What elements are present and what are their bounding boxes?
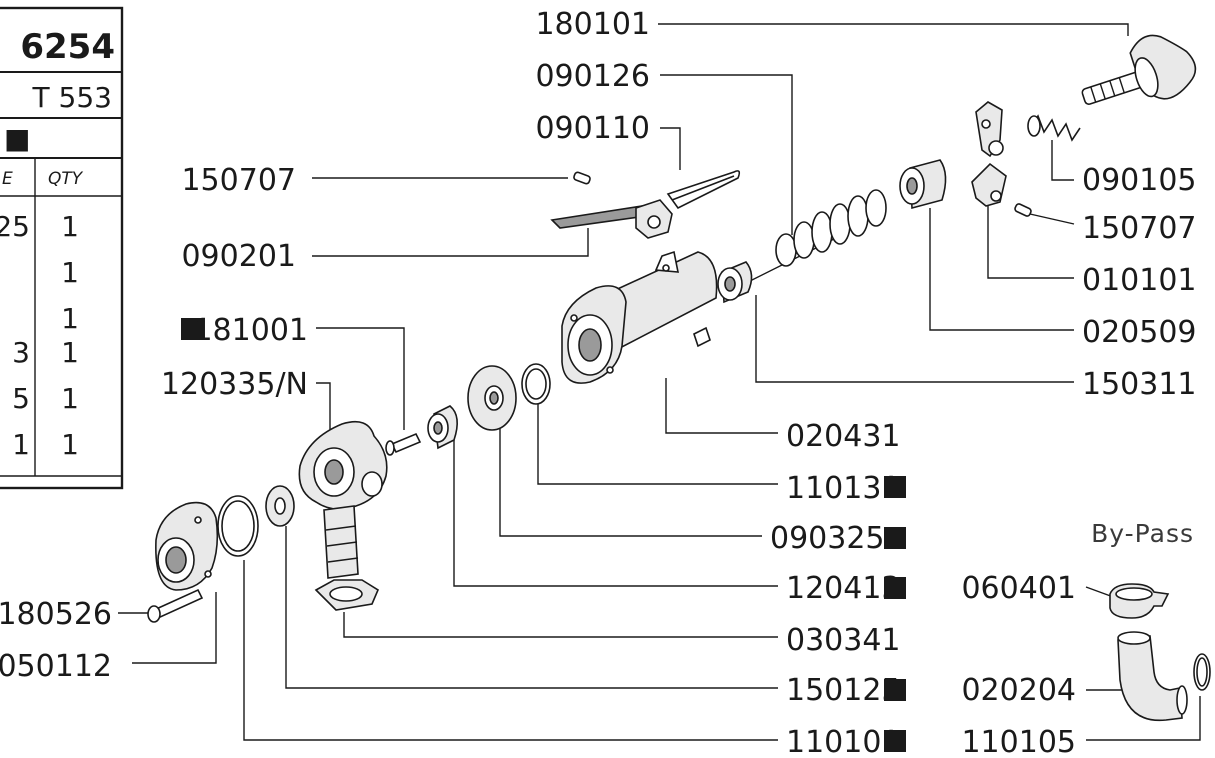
- label-120335n: 120335/N: [161, 367, 308, 402]
- bolt-180526-drawing: [147, 588, 204, 623]
- label-020509: 020509: [1082, 315, 1197, 350]
- small-spring-drawing: [1027, 114, 1081, 142]
- table-row-code: 1: [12, 428, 30, 461]
- label-030341: 030341: [786, 623, 901, 658]
- table-row-code: 5: [12, 382, 30, 415]
- table-row-qty: 1: [61, 428, 79, 461]
- leader-lines: [118, 23, 1201, 741]
- lever-bracket-drawing: [971, 101, 1007, 207]
- table-model-code: 6254: [20, 27, 115, 67]
- bypass-heading: By-Pass: [1091, 519, 1194, 548]
- table-row-qty: 1: [61, 382, 79, 415]
- table-row-qty: 1: [61, 256, 79, 289]
- label-010101: 010101: [1082, 263, 1197, 298]
- label-181001: 181001: [193, 313, 308, 348]
- oring-110131-drawing: [521, 363, 551, 405]
- marker-square-icon: [884, 679, 906, 701]
- oring-110101-drawing: [217, 495, 259, 557]
- marker-square-icon: [884, 730, 906, 752]
- bypass-elbow-drawing: [1117, 631, 1188, 722]
- parts-table: 6254 T 553 ■ E QTY 25 1 1 1 3 1 5 1 1 1: [0, 6, 124, 490]
- table-row-qty: 1: [61, 302, 79, 335]
- label-090126: 090126: [535, 59, 650, 94]
- outlet-head-drawing: [298, 420, 388, 579]
- label-150707-left: 150707: [181, 163, 296, 198]
- seat-120413-drawing: [427, 405, 458, 450]
- bypass-oring-drawing: [1193, 653, 1211, 691]
- inlet-flange-drawing: [155, 501, 219, 591]
- label-180526: 180526: [0, 597, 112, 632]
- table-code-header: E: [2, 169, 13, 189]
- main-spring-drawing: [739, 189, 887, 287]
- label-110131: 110131: [786, 471, 901, 506]
- pin-right-drawing: [1014, 203, 1032, 217]
- part-labels: 180101 090126 090110 150707 090201 18100…: [0, 7, 1197, 758]
- nut-150311-drawing: [717, 261, 753, 304]
- marker-square-icon: [884, 527, 906, 549]
- label-150707-right: 150707: [1082, 211, 1197, 246]
- label-090201: 090201: [181, 239, 296, 274]
- label-090325: 090325: [770, 521, 885, 556]
- label-020204: 020204: [961, 673, 1076, 708]
- bypass-nut-drawing: [1109, 583, 1170, 619]
- label-090105: 090105: [1082, 163, 1197, 198]
- label-110105: 110105: [961, 725, 1076, 758]
- screw-181001-drawing: [385, 432, 422, 456]
- marker-square-icon: [884, 476, 906, 498]
- label-060401: 060401: [961, 571, 1076, 606]
- label-050112: 050112: [0, 649, 112, 684]
- table-qty-header: QTY: [48, 169, 84, 189]
- label-180101: 180101: [535, 7, 650, 42]
- lever-090201-drawing: [550, 199, 673, 239]
- handwheel-knob-drawing: [1081, 34, 1197, 105]
- label-110101: 110101: [786, 725, 901, 758]
- pin-left-drawing: [573, 171, 591, 185]
- table-subtitle: T 553: [32, 81, 112, 114]
- label-150125: 150125: [786, 673, 901, 708]
- marker-square-icon: [884, 577, 906, 599]
- marker-square-icon: [181, 318, 203, 340]
- label-020431: 020431: [786, 419, 901, 454]
- table-row-qty: 1: [61, 210, 79, 243]
- hex-nut-drawing: [314, 579, 380, 611]
- table-marker: ■: [4, 122, 30, 155]
- label-120413: 120413: [786, 571, 901, 606]
- table-row-qty: 1: [61, 336, 79, 369]
- diaphragm-drawing: [467, 365, 517, 431]
- table-row-code: 3: [12, 336, 30, 369]
- label-150311: 150311: [1082, 367, 1197, 402]
- label-090110: 090110: [535, 111, 650, 146]
- handle-wire-drawing: [666, 170, 741, 210]
- table-row-code: 25: [0, 210, 30, 243]
- bushing-drawing: [899, 159, 947, 210]
- cylinder-body-drawing: [561, 250, 718, 384]
- washer-150125-drawing: [265, 485, 295, 527]
